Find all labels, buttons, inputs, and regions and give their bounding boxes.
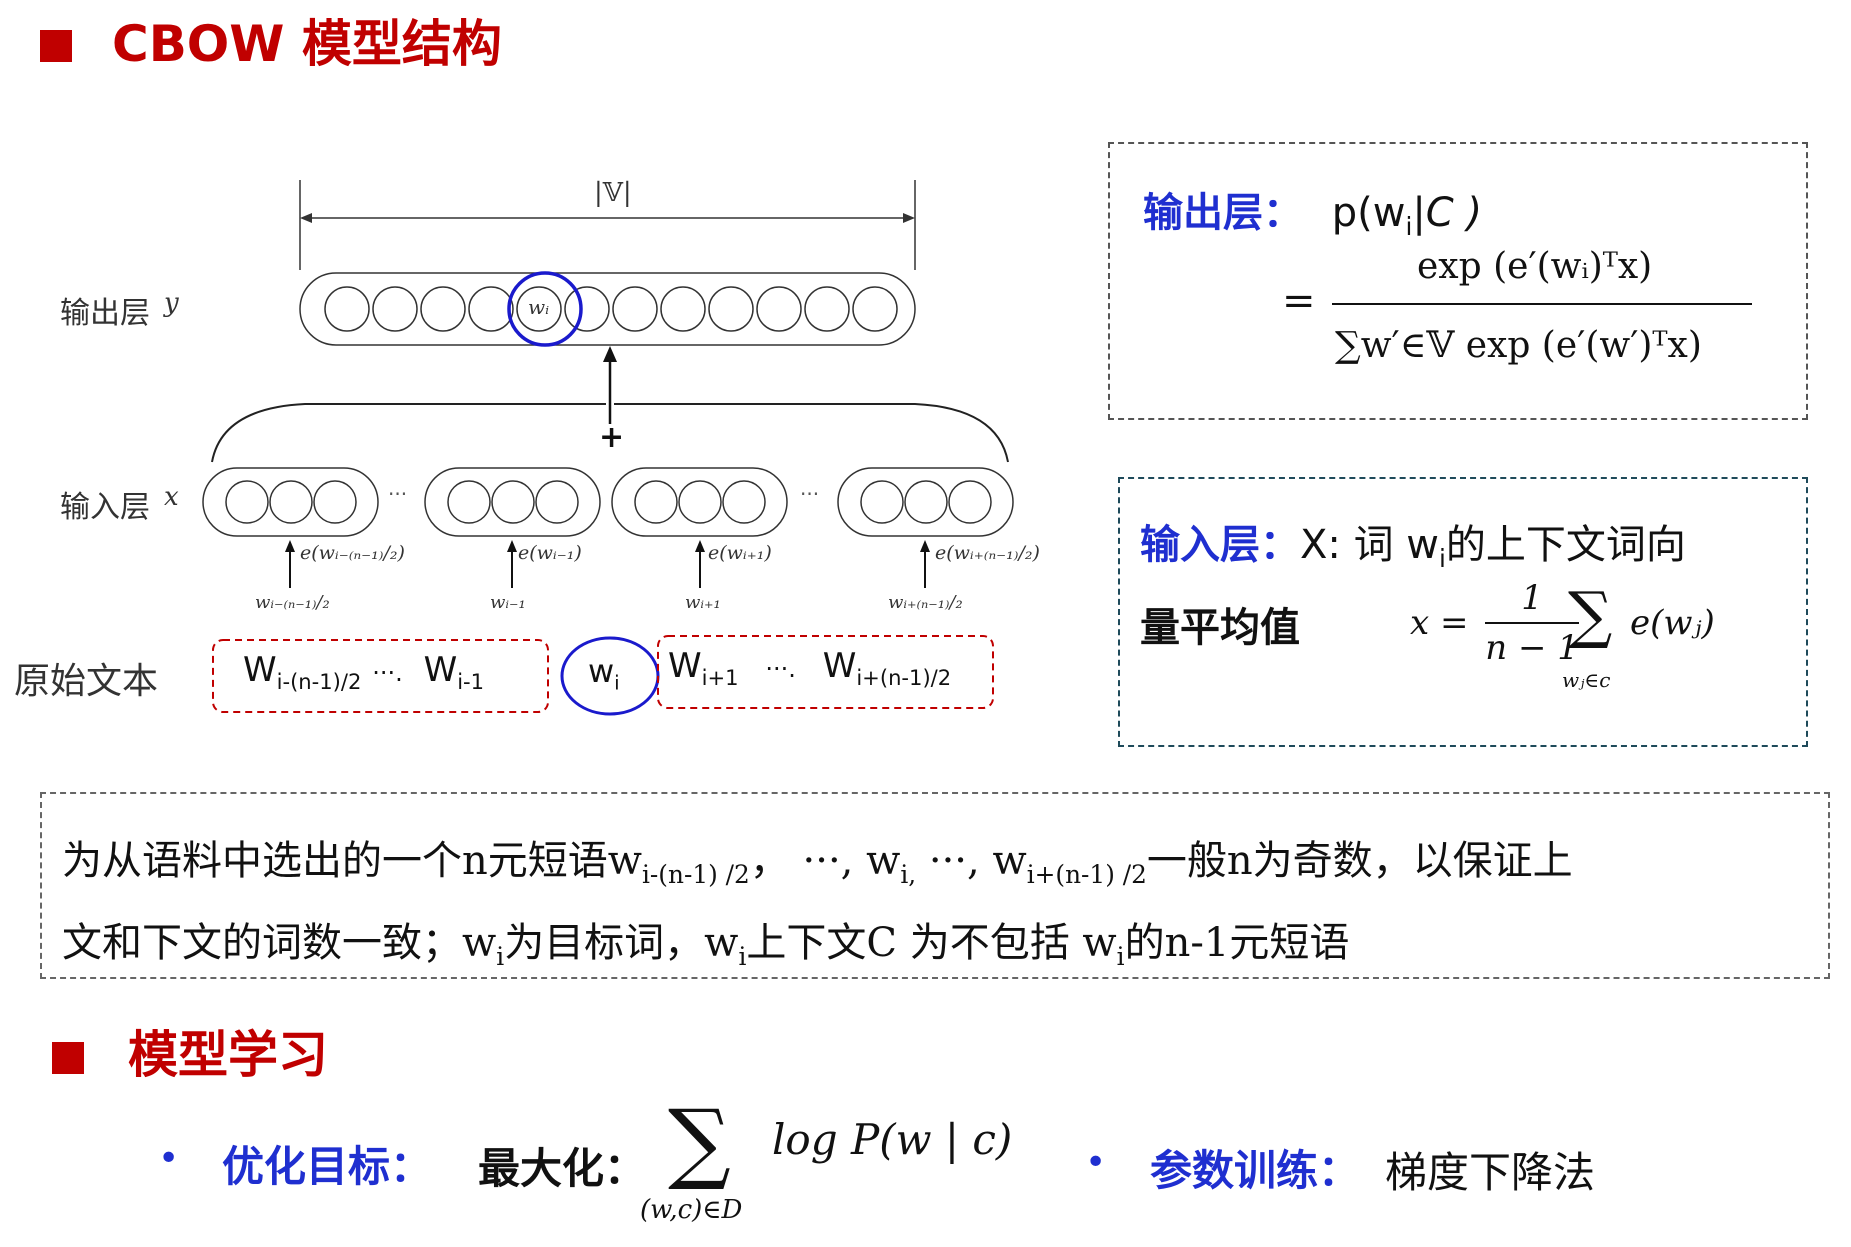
output-neuron (660, 286, 706, 332)
input-formula-sum-sub: wⱼ∈c (1562, 668, 1611, 692)
optimization-formula: log P(w | c) (772, 1115, 1013, 1164)
embedding-arrowhead (507, 540, 517, 552)
output-formula-numerator: exp (e′(wᵢ)ᵀx) (1417, 246, 1653, 287)
input-formula-sum: ∑ (1568, 578, 1613, 651)
input-layer-var: x (164, 482, 179, 512)
section-title: CBOW 模型结构 (112, 15, 502, 73)
optimization-label: 优化目标： (222, 1142, 433, 1191)
param-training-label: 参数训练： (1150, 1146, 1361, 1195)
embedding-label-3: e(wᵢ₊₁) (708, 542, 772, 564)
note-line-1: 为从语料中选出的一个n元短语wi-(n-1) /2， ···, wi, ···,… (62, 838, 1573, 889)
output-formula-head: 输出层： p(wi|C ) (1143, 190, 1483, 241)
section2-title: 模型学习 (128, 1026, 328, 1084)
output-neuron (372, 286, 418, 332)
input-neuron (447, 480, 491, 524)
embedding-arrowhead (920, 540, 930, 552)
output-neuron (804, 286, 850, 332)
input-neuron (225, 480, 269, 524)
target-neuron-label: wᵢ (528, 295, 550, 319)
target-neuron-highlight (507, 271, 583, 347)
input-word-4: wᵢ₊₍ₙ₋₁₎/₂ (888, 592, 963, 613)
embedding-label-1: e(wᵢ₋₍ₙ₋₁₎/₂) (300, 542, 405, 564)
input-formula-line2: 量平均值 (1140, 605, 1300, 651)
cbow-diagram-svg (202, 180, 1014, 716)
note-line-2: 文和下文的词数一致；wi为目标词，wi上下文C 为不包括 wi的n-1元短语 (62, 920, 1350, 971)
output-layer-var: y (164, 288, 179, 318)
input-word-2: wᵢ₋₁ (490, 592, 526, 613)
input-neuron (948, 480, 992, 524)
section-bullet-square (40, 30, 72, 62)
output-neuron (852, 286, 898, 332)
cbow-diagram: |𝕍| 输出层 y wᵢ + 输入层 x ··· ··· e(wᵢ₋₍ₙ₋₁₎/… (0, 170, 1060, 730)
bullet-dot-2: • (1085, 1142, 1107, 1183)
param-training-text: 梯度下降法 (1385, 1148, 1596, 1197)
output-neuron (468, 286, 514, 332)
combiner-left-curve (211, 403, 606, 463)
output-neuron (612, 286, 658, 332)
optimization-text: 最大化： (478, 1144, 647, 1193)
output-formula-label: 输出层： (1143, 190, 1303, 236)
combine-arrowhead (603, 346, 617, 362)
input-neuron (313, 480, 357, 524)
input-formula-term: e(wⱼ) (1630, 603, 1715, 643)
bullet-dot-1: • (158, 1138, 180, 1179)
input-formula-box (1118, 477, 1808, 747)
combiner-right-curve (614, 403, 1009, 463)
embedding-label-2: e(wᵢ₋₁) (518, 542, 582, 564)
note-box (40, 792, 1830, 979)
output-layer-label: 输出层 (60, 296, 150, 331)
vocab-arrowhead-left (300, 213, 312, 223)
raw-left-context-box (212, 639, 549, 713)
output-neurons (324, 286, 898, 332)
input-neuron (269, 480, 313, 524)
input-neuron (860, 480, 904, 524)
output-neuron (420, 286, 466, 332)
embedding-arrowhead (695, 540, 705, 552)
output-formula-box (1108, 142, 1808, 420)
input-ellipsis-right: ··· (800, 482, 820, 506)
output-formula-fraction-bar (1332, 303, 1752, 305)
input-formula-line1: 输入层：X: 词 wi的上下文词向 (1140, 522, 1686, 573)
input-neuron (722, 480, 766, 524)
input-word-1: wᵢ₋₍ₙ₋₁₎/₂ (255, 592, 330, 613)
output-neuron (324, 286, 370, 332)
raw-left-words: Wi-(n-1)/2 ···. Wi-1 (243, 650, 485, 694)
combine-plus: + (599, 420, 625, 455)
raw-target-word: wi (588, 652, 620, 695)
input-neuron (904, 480, 948, 524)
embedding-label-4: e(wᵢ₊₍ₙ₋₁₎/₂) (935, 542, 1040, 564)
output-neuron (756, 286, 802, 332)
input-neuron (491, 480, 535, 524)
optimization-sum-sub: (w,c)∈D (640, 1195, 743, 1225)
output-formula-eq: = (1282, 278, 1316, 324)
raw-text-label: 原始文本 (14, 661, 159, 702)
raw-right-words: Wi+1 ···. Wi+(n-1)/2 (668, 646, 952, 690)
input-neuron (678, 480, 722, 524)
output-formula-denominator: ∑w′∈𝕍 exp (e′(w′)ᵀx) (1335, 325, 1702, 366)
input-layer-label: 输入层 (60, 490, 150, 525)
embedding-arrows (285, 540, 930, 588)
input-neurons (225, 480, 992, 524)
embedding-arrowhead (285, 540, 295, 552)
output-neuron (708, 286, 754, 332)
input-ellipsis-left: ··· (388, 482, 408, 506)
vocab-arrowhead-right (903, 213, 915, 223)
output-neuron (564, 286, 610, 332)
input-neuron (535, 480, 579, 524)
section2-bullet-square (52, 1042, 84, 1074)
input-word-3: wᵢ₊₁ (685, 592, 721, 613)
optimization-sum: ∑ (668, 1090, 731, 1193)
input-neuron (634, 480, 678, 524)
raw-right-context-box (657, 635, 994, 709)
output-neuron (516, 286, 562, 332)
vocab-size-label: |𝕍| (594, 178, 632, 208)
